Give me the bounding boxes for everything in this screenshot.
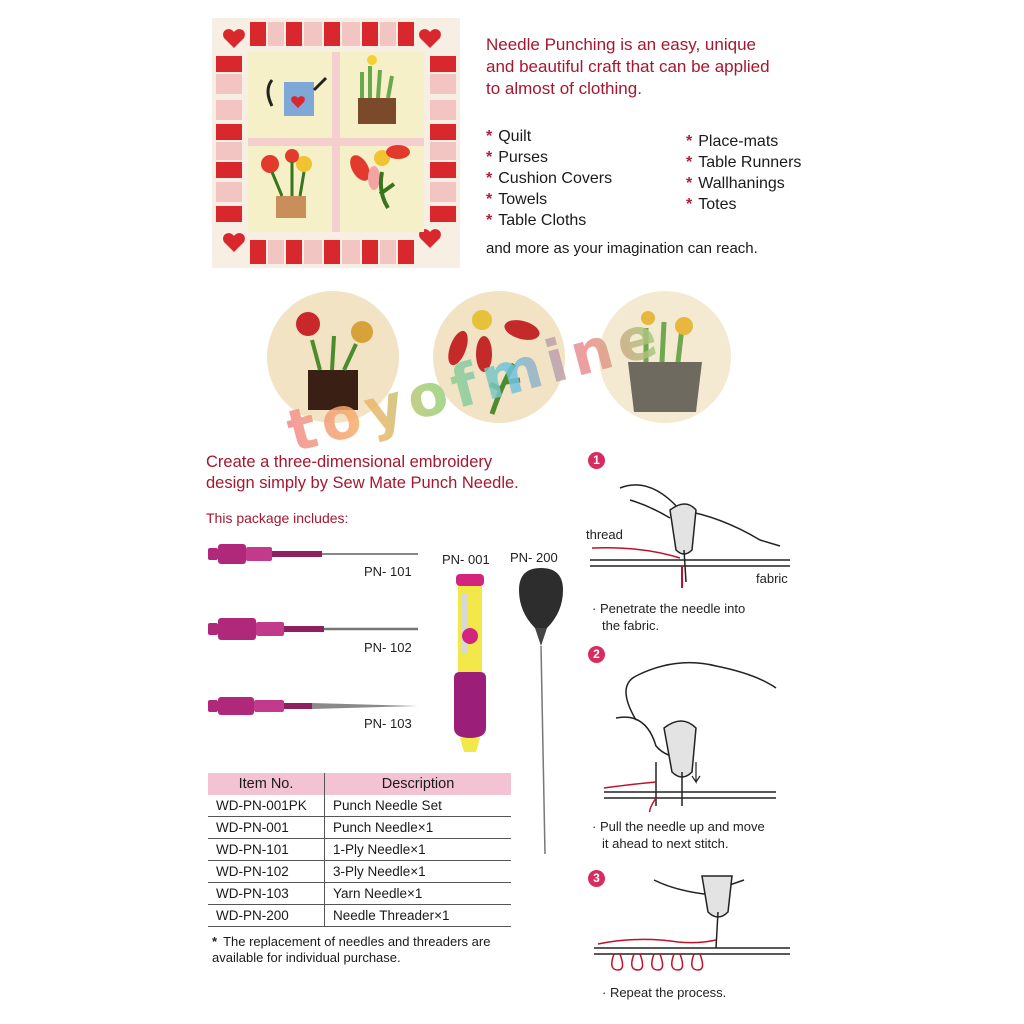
headline: Create a three-dimensional embroidery de… bbox=[206, 452, 576, 494]
sample-image-cactus bbox=[599, 291, 731, 423]
needle-pn103-label: PN- 103 bbox=[364, 716, 412, 731]
uses-list-right: *Place-mats *Table Runners *Wallhanings … bbox=[686, 131, 801, 215]
cell-item-no: WD-PN-001PK bbox=[208, 795, 325, 817]
asterisk-icon: * bbox=[686, 154, 693, 171]
list-item: *Table Cloths bbox=[486, 212, 587, 229]
list-item: *Purses bbox=[486, 149, 549, 166]
list-item: *Wallhanings bbox=[686, 175, 785, 192]
list-item: *Towels bbox=[486, 191, 548, 208]
asterisk-icon: * bbox=[686, 133, 693, 150]
asterisk-icon: * bbox=[686, 196, 693, 213]
asterisk-icon: * bbox=[686, 175, 693, 192]
step-3-text: · Repeat the process. bbox=[602, 985, 727, 1000]
needle-pn101-image bbox=[208, 544, 418, 564]
sample-image-flowerpot bbox=[267, 291, 399, 423]
punch-needle-pn001-label: PN- 001 bbox=[442, 552, 490, 567]
asterisk-icon: * bbox=[486, 149, 493, 166]
column-header-item-no: Item No. bbox=[208, 773, 325, 795]
package-label: This package includes: bbox=[206, 510, 349, 526]
cell-item-no: WD-PN-102 bbox=[208, 860, 325, 883]
replacement-note: *The replacement of needles and threader… bbox=[212, 934, 491, 965]
cell-description: Punch Needle Set bbox=[324, 795, 511, 817]
cell-item-no: WD-PN-101 bbox=[208, 838, 325, 861]
list-item: *Place-mats bbox=[686, 133, 779, 150]
fabric-label: fabric bbox=[756, 571, 788, 586]
quilt-artwork-image bbox=[212, 18, 460, 268]
needle-threader-pn200-label: PN- 200 bbox=[510, 550, 558, 565]
needle-pn101-label: PN- 101 bbox=[364, 564, 412, 579]
intro-text: Needle Punching is an easy, unique and b… bbox=[486, 34, 826, 100]
step-2-text: · Pull the needle up and move it ahead t… bbox=[592, 819, 765, 851]
cell-item-no: WD-PN-103 bbox=[208, 882, 325, 905]
more-text: and more as your imagination can reach. bbox=[486, 240, 758, 257]
step-3-diagram bbox=[594, 875, 790, 971]
cell-description: Yarn Needle×1 bbox=[324, 882, 511, 905]
list-item: *Table Runners bbox=[686, 154, 802, 171]
cell-item-no: WD-PN-200 bbox=[208, 904, 325, 927]
needle-threader-pn200-image bbox=[519, 568, 563, 855]
intro-line-3: to almost of clothing. bbox=[486, 79, 642, 98]
step-1-diagram bbox=[590, 484, 790, 588]
list-item: *Totes bbox=[686, 196, 737, 213]
cell-description: 3-Ply Needle×1 bbox=[324, 860, 511, 883]
cell-item-no: WD-PN-001 bbox=[208, 816, 325, 839]
sample-image-daisy bbox=[433, 291, 565, 423]
asterisk-icon: * bbox=[212, 934, 218, 949]
asterisk-icon: * bbox=[486, 170, 493, 187]
cell-description: 1-Ply Needle×1 bbox=[324, 838, 511, 861]
list-item: *Quilt bbox=[486, 128, 532, 145]
punch-needle-pn001-image bbox=[454, 574, 486, 752]
intro-line-1: Needle Punching is an easy, unique bbox=[486, 35, 756, 54]
step-3-badge: 3 bbox=[588, 870, 605, 887]
column-header-description: Description bbox=[324, 773, 511, 795]
needle-pn103-image bbox=[208, 697, 418, 715]
step-1-badge: 1 bbox=[588, 452, 605, 469]
cell-description: Needle Threader×1 bbox=[324, 904, 511, 927]
asterisk-icon: * bbox=[486, 191, 493, 208]
table-header-row: Item No. Description bbox=[208, 773, 511, 795]
headline-line-1: Create a three-dimensional embroidery bbox=[206, 453, 493, 471]
intro-line-2: and beautiful craft that can be applied bbox=[486, 57, 770, 76]
headline-line-2: design simply by Sew Mate Punch Needle. bbox=[206, 474, 519, 492]
step-1-text: · Penetrate the needle into the fabric. bbox=[592, 601, 746, 633]
list-item: *Cushion Covers bbox=[486, 170, 613, 187]
asterisk-icon: * bbox=[486, 212, 493, 229]
step-2-badge: 2 bbox=[588, 646, 605, 663]
uses-list-left: *Quilt *Purses *Cushion Covers *Towels *… bbox=[486, 126, 612, 231]
asterisk-icon: * bbox=[486, 128, 493, 145]
needle-pn102-image bbox=[208, 618, 418, 640]
step-2-diagram bbox=[603, 661, 777, 812]
cell-description: Punch Needle×1 bbox=[324, 816, 511, 839]
thread-label: thread bbox=[586, 527, 623, 542]
needle-pn102-label: PN- 102 bbox=[364, 640, 412, 655]
